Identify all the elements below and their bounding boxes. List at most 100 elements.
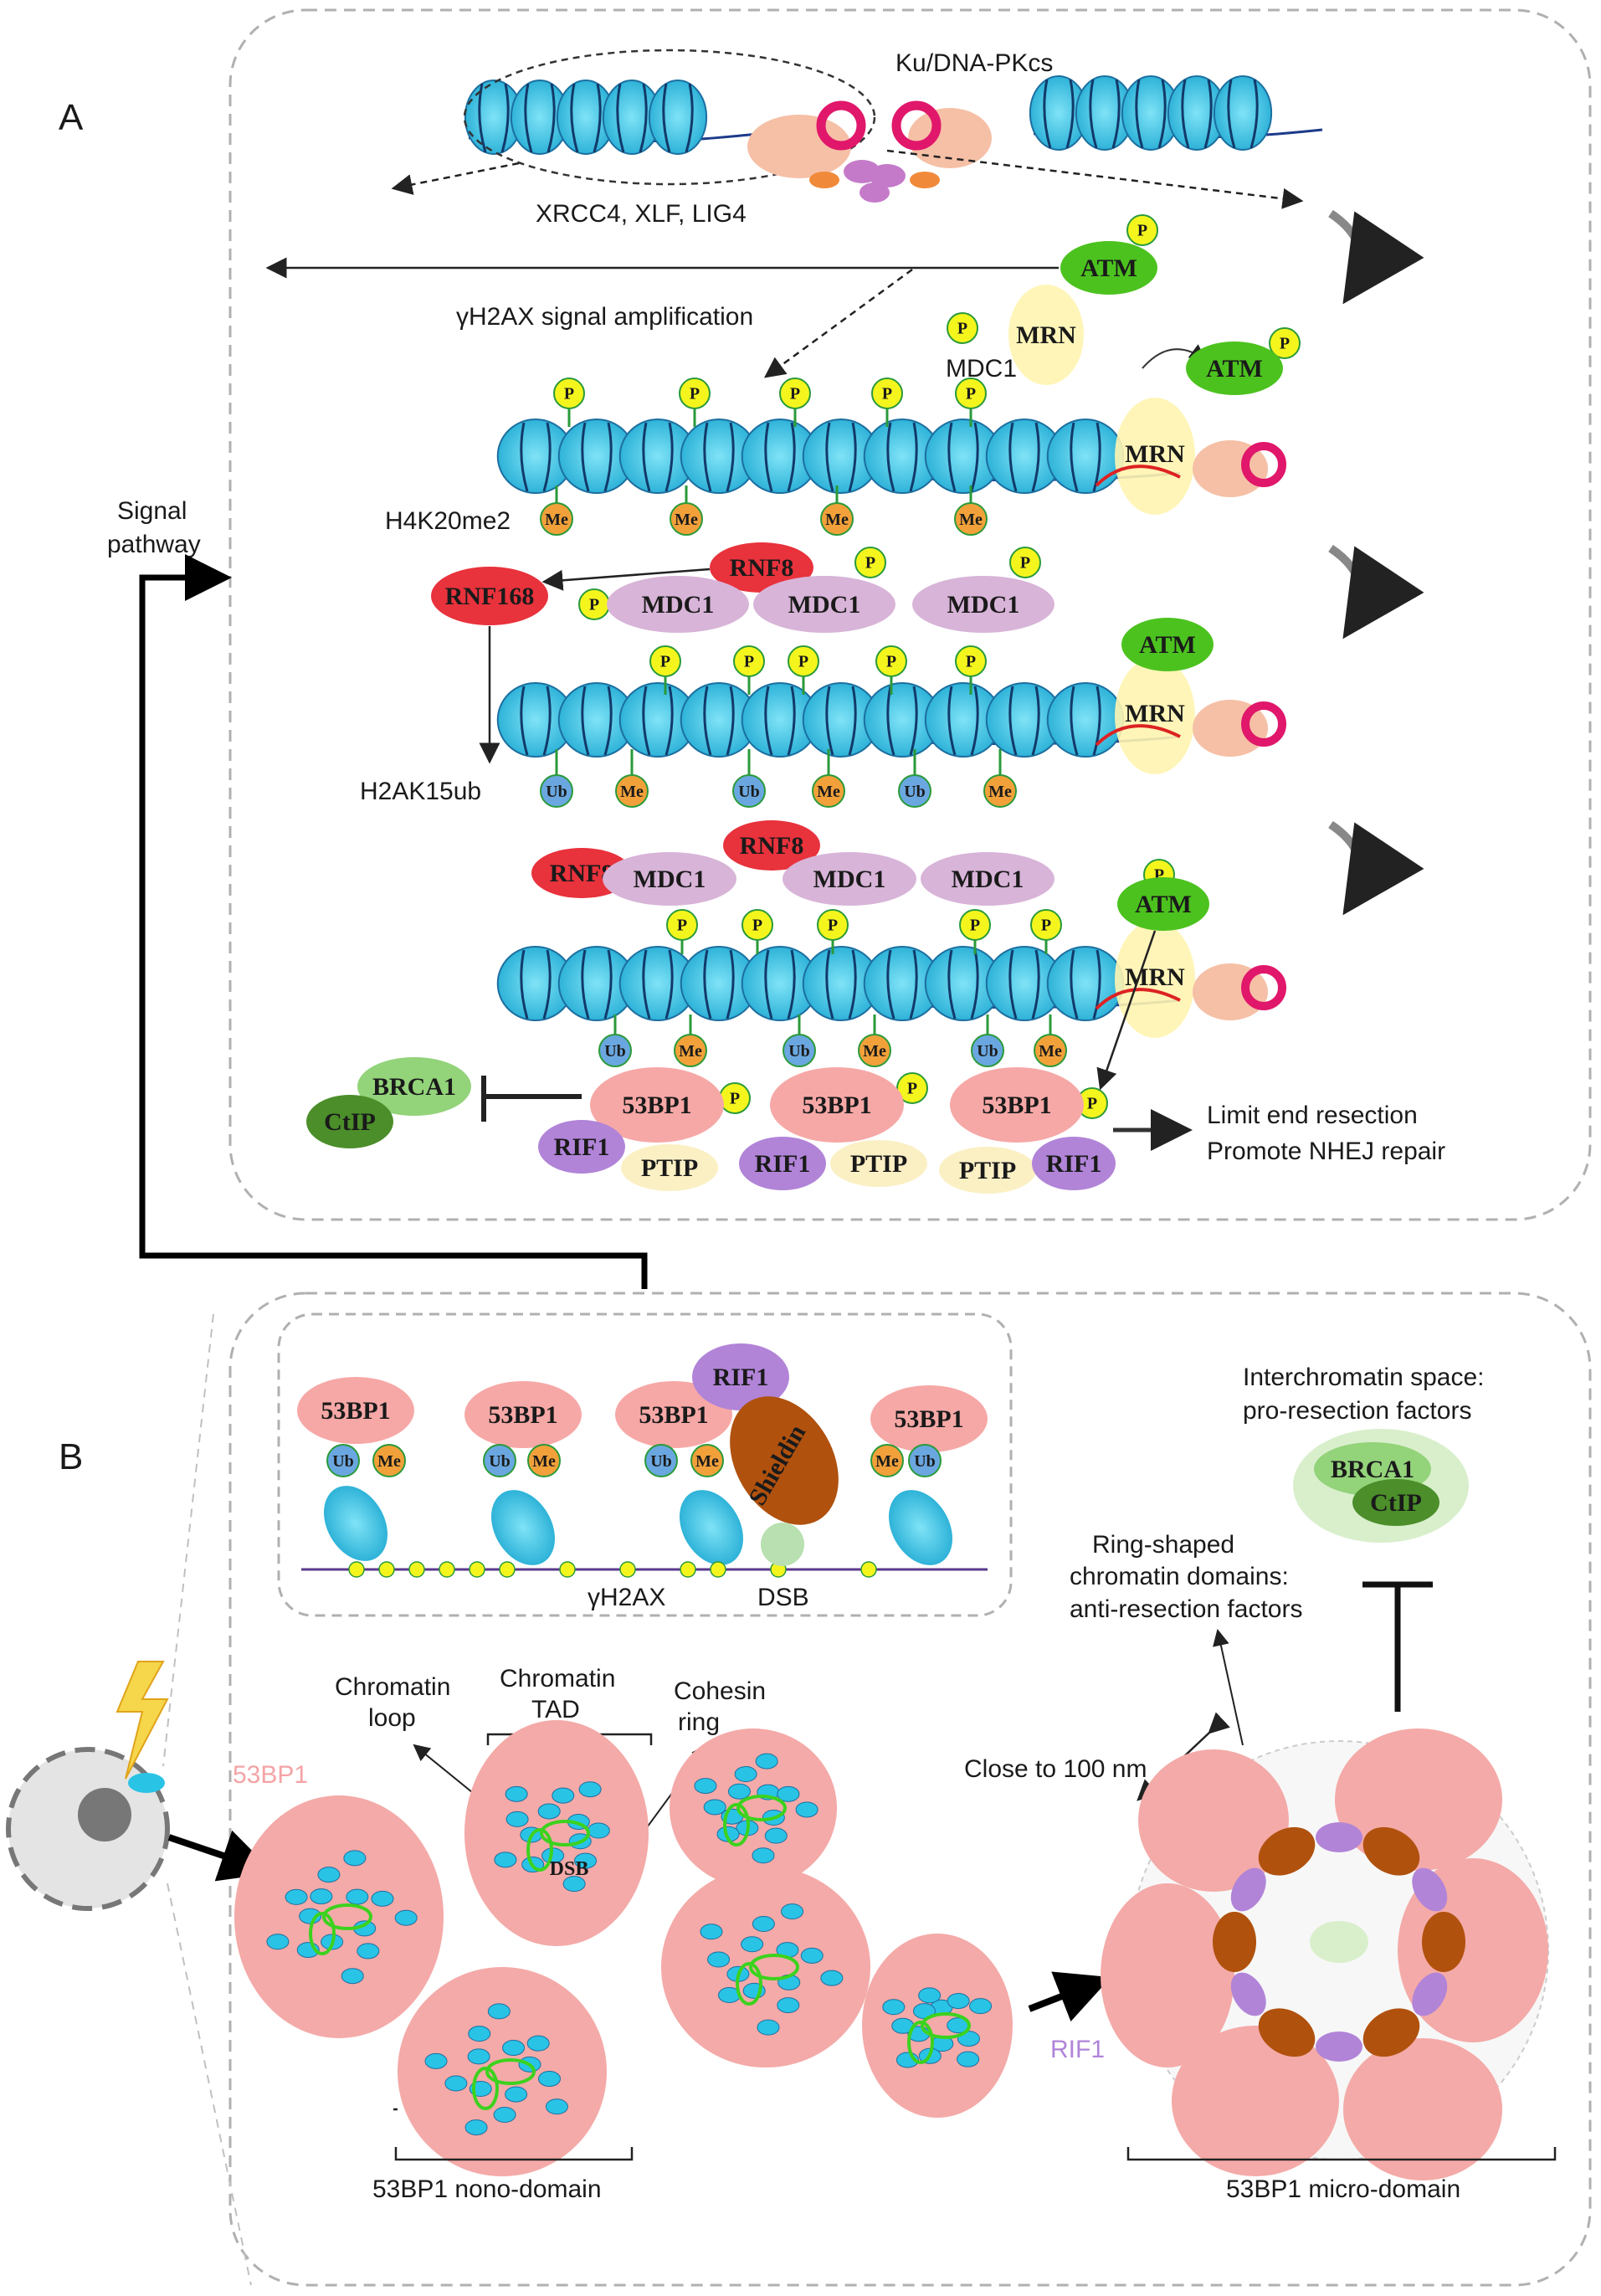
mdc1-small-label: MDC1 [946,355,1017,383]
53bp1-b-label: 53BP1 [802,1091,871,1119]
53bp1-a-label: 53BP1 [622,1091,691,1119]
bp-p-1-label: P [907,1079,917,1097]
brca1-b-label: BRCA1 [1331,1456,1414,1483]
mdc1-d-label: MDC1 [634,865,706,893]
interchromatin-label-1: Interchromatin space: [1243,1364,1484,1391]
mdc1-dashed-arrow [766,270,912,377]
rif1-purple-label: RIF1 [1050,2036,1105,2063]
53bp1-c-label: 53BP1 [982,1091,1051,1119]
mdc1-a-label: MDC1 [642,591,715,619]
nano-domain-blobs [234,1720,1013,2176]
53bp1-row: 53BP1 53BP1 53BP1 RIF1 PTIP RIF1 PTIP PT… [538,1067,1116,1194]
xrcc-label: XRCC4, XLF, LIG4 [536,200,747,228]
h4k20me2-label: H4K20me2 [385,507,511,535]
row3-mark-1-label: Me [679,1042,702,1061]
rnf8-3-label: RNF8 [740,832,804,860]
ring-label-1: Ring-shaped [1092,1531,1234,1559]
cohesin-label-2: ring [678,1708,720,1736]
row1-p-0-label: P [564,384,574,403]
row2-mark-3-label: Me [817,783,840,801]
ring-label-arrow [1218,1631,1243,1745]
mdc1-phospho-label: P [957,319,967,337]
row3-mark-0-label: Ub [604,1042,626,1061]
dsb-inset-label: DSB [757,1584,809,1611]
ptip-b-label: PTIP [850,1150,907,1178]
ring-label-2: chromatin domains: [1070,1563,1289,1590]
mdc1-c-label: MDC1 [947,591,1020,619]
svg-text:MRN: MRN [1125,963,1185,991]
row2-p-1-label: P [744,652,754,670]
bp-pink-label: 53BP1 [233,1761,308,1789]
rif1-a-label: RIF1 [554,1133,610,1161]
svg-text:MRN: MRN [1125,440,1185,468]
tad-label-1: Chromatin [500,1665,615,1692]
close-100nm-label: Close to 100 nm [964,1755,1147,1783]
nano-to-micro-arrow [1029,1980,1105,2009]
row3-nucleosome [1048,947,1124,1020]
atm-4-label: ATM [1135,891,1192,918]
damage-spot [128,1773,165,1793]
dsb-blob-label: DSB [550,1858,589,1880]
inset-mark-0-label: Ub [332,1452,354,1471]
atm-1-label: ATM [1080,254,1137,282]
gh2ax-label: γH2AX [588,1584,665,1611]
row3-mark-3-label: Me [863,1042,886,1061]
row1-me-1-label: Me [675,511,698,529]
cell-nucleus [78,1788,131,1841]
micro-domain [1101,1728,1548,2180]
ctip-a-label: CtIP [324,1108,376,1136]
row2-p-0-label: P [660,652,670,670]
svg-text:MRN: MRN [1125,700,1185,727]
row3-p-2-label: P [828,916,838,934]
row1-p-1-label: P [690,384,700,403]
ku-dna-pkcs-label: Ku/DNA-PKcs [895,49,1053,77]
rif1-b-label: RIF1 [755,1150,811,1178]
top-right-nucleosome [1214,76,1271,150]
bp-p-0-label: P [730,1089,740,1107]
progression-arrow-2 [1331,548,1361,632]
row2-mark-5-label: Me [988,783,1012,801]
progression-arrow-3 [1331,824,1361,908]
inset-mark-2-label: Ub [489,1452,511,1471]
mdc1-p-0-label: P [589,595,599,614]
h2ak15ub-label: H2AK15ub [360,778,481,805]
inset-mark-4-label: Ub [650,1452,672,1471]
atm-3-label: ATM [1139,631,1196,659]
row1-me-0-label: Me [545,511,568,529]
inset-mark-7-label: Ub [914,1452,936,1471]
signal-pathway-label: Signal [117,497,187,525]
ctip-b-label: CtIP [1370,1489,1422,1517]
row1-me-3-label: Me [959,511,983,529]
row2-nucleosome [1048,683,1124,757]
row2-mark-0-label: Ub [546,783,567,801]
row1-p-3-label: P [882,384,892,403]
inset-mark-6-label: Me [875,1452,899,1471]
inset-dsb [761,1523,804,1566]
row3-mark-5-label: Me [1039,1042,1062,1061]
row2-mark-2-label: Ub [738,783,760,801]
top-left-nucleosome [649,80,706,154]
rnf168-label: RNF168 [445,583,535,610]
rif1-c-label: RIF1 [1046,1150,1102,1178]
panel-a-frame [230,10,1590,1220]
row3-p-4-label: P [1041,916,1051,934]
row1-p-2-label: P [790,384,800,403]
mdc1-f-label: MDC1 [952,865,1024,893]
row2-mark-4-label: Ub [904,783,926,801]
row1-me-2-label: Me [825,511,849,529]
micro-domain-label: 53BP1 micro-domain [1226,2175,1460,2203]
svg-text:53BP1: 53BP1 [639,1401,708,1429]
inset-rif1-label: RIF1 [713,1364,769,1391]
inset-mark-1-label: Me [377,1452,401,1471]
row3-p-3-label: P [970,916,980,934]
loop-label-1: Chromatin [335,1673,450,1701]
cohesin-label-1: Cohesin [674,1677,766,1705]
row2-p-3-label: P [886,652,896,670]
loop-label-2: loop [368,1704,416,1732]
ptip-c-label: PTIP [959,1157,1016,1184]
gh2ax-amplification-label: γH2AX signal amplification [456,303,753,331]
row2-p-4-label: P [966,652,976,670]
mrn-1-label: MRN [1016,321,1076,349]
row2-mark-1-label: Me [620,783,644,801]
